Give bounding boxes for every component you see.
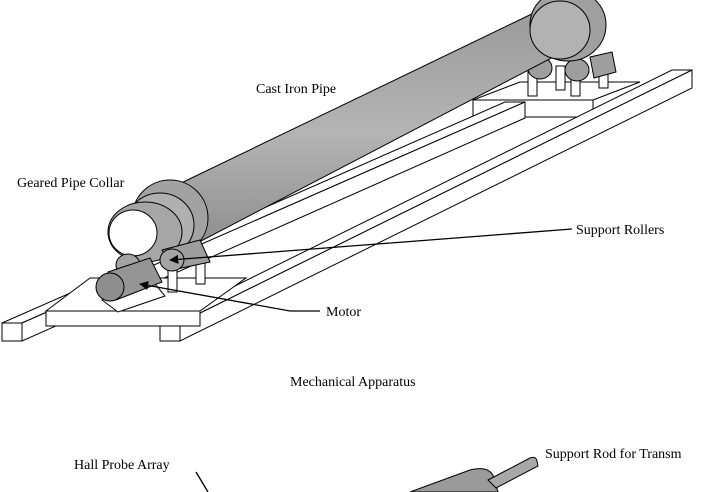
motor-end-cap [95, 272, 125, 302]
label-mechanical-apparatus: Mechanical Apparatus [290, 375, 416, 390]
hall-probe-leader [195, 471, 209, 492]
pipe-bore [108, 209, 158, 257]
motor [95, 257, 166, 313]
label-support-rod: Support Rod for Transm [545, 447, 682, 462]
label-geared-pipe-collar: Geared Pipe Collar [17, 176, 125, 191]
motor-leader [139, 280, 320, 312]
label-motor: Motor [326, 305, 361, 320]
leader-lines [139, 228, 573, 492]
cast-iron-pipe [149, 0, 607, 253]
far-support-rollers [527, 51, 617, 97]
geared-pipe-collar [107, 179, 209, 263]
lower-figure [409, 456, 539, 492]
label-support-rollers: Support Rollers [576, 223, 664, 238]
support-rollers-leader [169, 228, 573, 264]
label-cast-iron-pipe: Cast Iron Pipe [256, 82, 336, 97]
label-hall-probe-array: Hall Probe Array [74, 458, 170, 473]
